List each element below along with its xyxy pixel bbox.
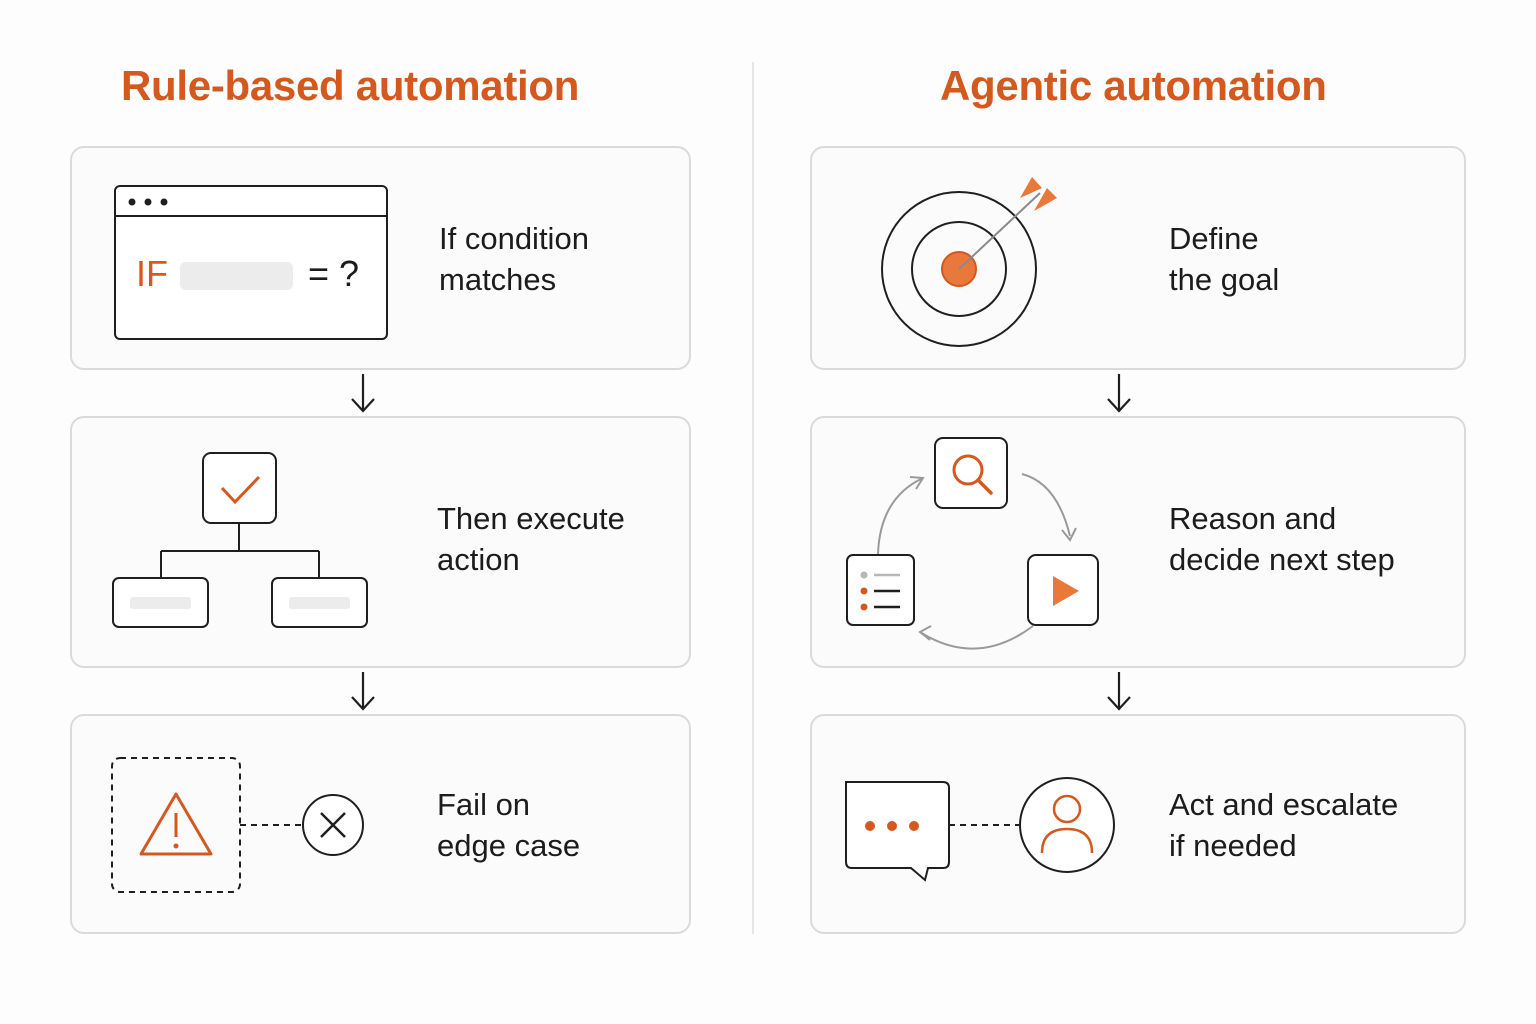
down-arrow-icon [351,672,375,711]
card-execute-action: Then execute action [70,416,691,668]
reasoning-cycle-icon [877,473,1077,650]
column-divider [752,62,754,934]
agentic-title: Agentic automation [940,62,1327,109]
target-icon [881,177,1057,347]
step-label: Reason and decide next step [1169,501,1395,577]
step-label: Act and escalate if needed [1169,787,1399,863]
card-fail-edge-case: Fail on edge case [70,714,691,934]
search-icon [934,437,1008,509]
step-label: Fail on edge case [437,787,581,863]
browser-window-icon [114,185,388,340]
down-arrow-icon [1107,374,1131,413]
step-label: If condition matches [439,221,589,297]
if-keyword: IF [136,253,168,294]
card-define-goal: Define the goal [810,146,1466,370]
step-label: Define the goal [1169,221,1280,297]
down-arrow-icon [1107,672,1131,711]
rule-based-title: Rule-based automation [121,62,580,109]
close-circle-icon [302,794,364,856]
step-label: Then execute action [437,501,625,577]
play-icon [1027,554,1099,626]
card-reason-decide: Reason and decide next step [810,416,1466,668]
chat-bubble-icon [845,781,1020,882]
user-icon [1019,777,1115,873]
card-act-escalate: Act and escalate if needed [810,714,1466,934]
card-if-condition: IF = ? If condition matches [70,146,691,370]
checklist-icon [846,554,915,626]
down-arrow-icon [351,374,375,413]
warning-icon [111,757,303,893]
decision-tree-icon [112,452,368,628]
condition-operator: = ? [308,253,360,294]
